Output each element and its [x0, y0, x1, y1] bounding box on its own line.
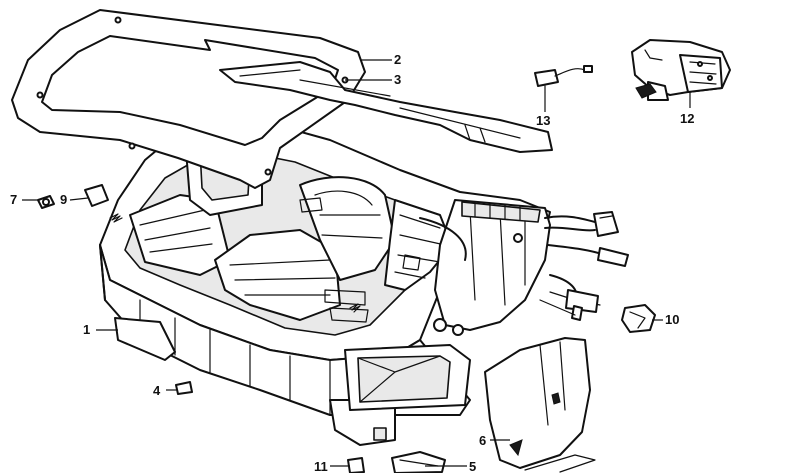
clip-part-10	[621, 304, 656, 333]
callout-3: 3	[394, 72, 402, 87]
bottom-clips	[347, 451, 446, 473]
wire-harness	[539, 211, 629, 321]
callout-12: 12	[680, 111, 695, 126]
callout-4: 4	[153, 383, 161, 398]
leader-lines	[22, 59, 691, 467]
callout-6: 6	[479, 433, 487, 448]
callout-2: 2	[394, 52, 402, 67]
bracket-part-4	[175, 381, 193, 395]
callout-1: 1	[83, 322, 91, 337]
sensor-part	[534, 65, 593, 93]
callout-7: 7	[10, 192, 18, 207]
callout-10: 10	[665, 312, 680, 327]
callout-9: 9	[60, 192, 68, 207]
callout-13: 13	[536, 113, 551, 128]
cover-panel	[484, 337, 596, 473]
screw-and-bracket	[37, 184, 109, 209]
actuator-motor	[631, 39, 731, 101]
frame-gasket	[11, 9, 366, 189]
callout-11: 11	[314, 459, 328, 474]
seal-strip	[219, 61, 553, 153]
callout-5: 5	[469, 459, 477, 474]
